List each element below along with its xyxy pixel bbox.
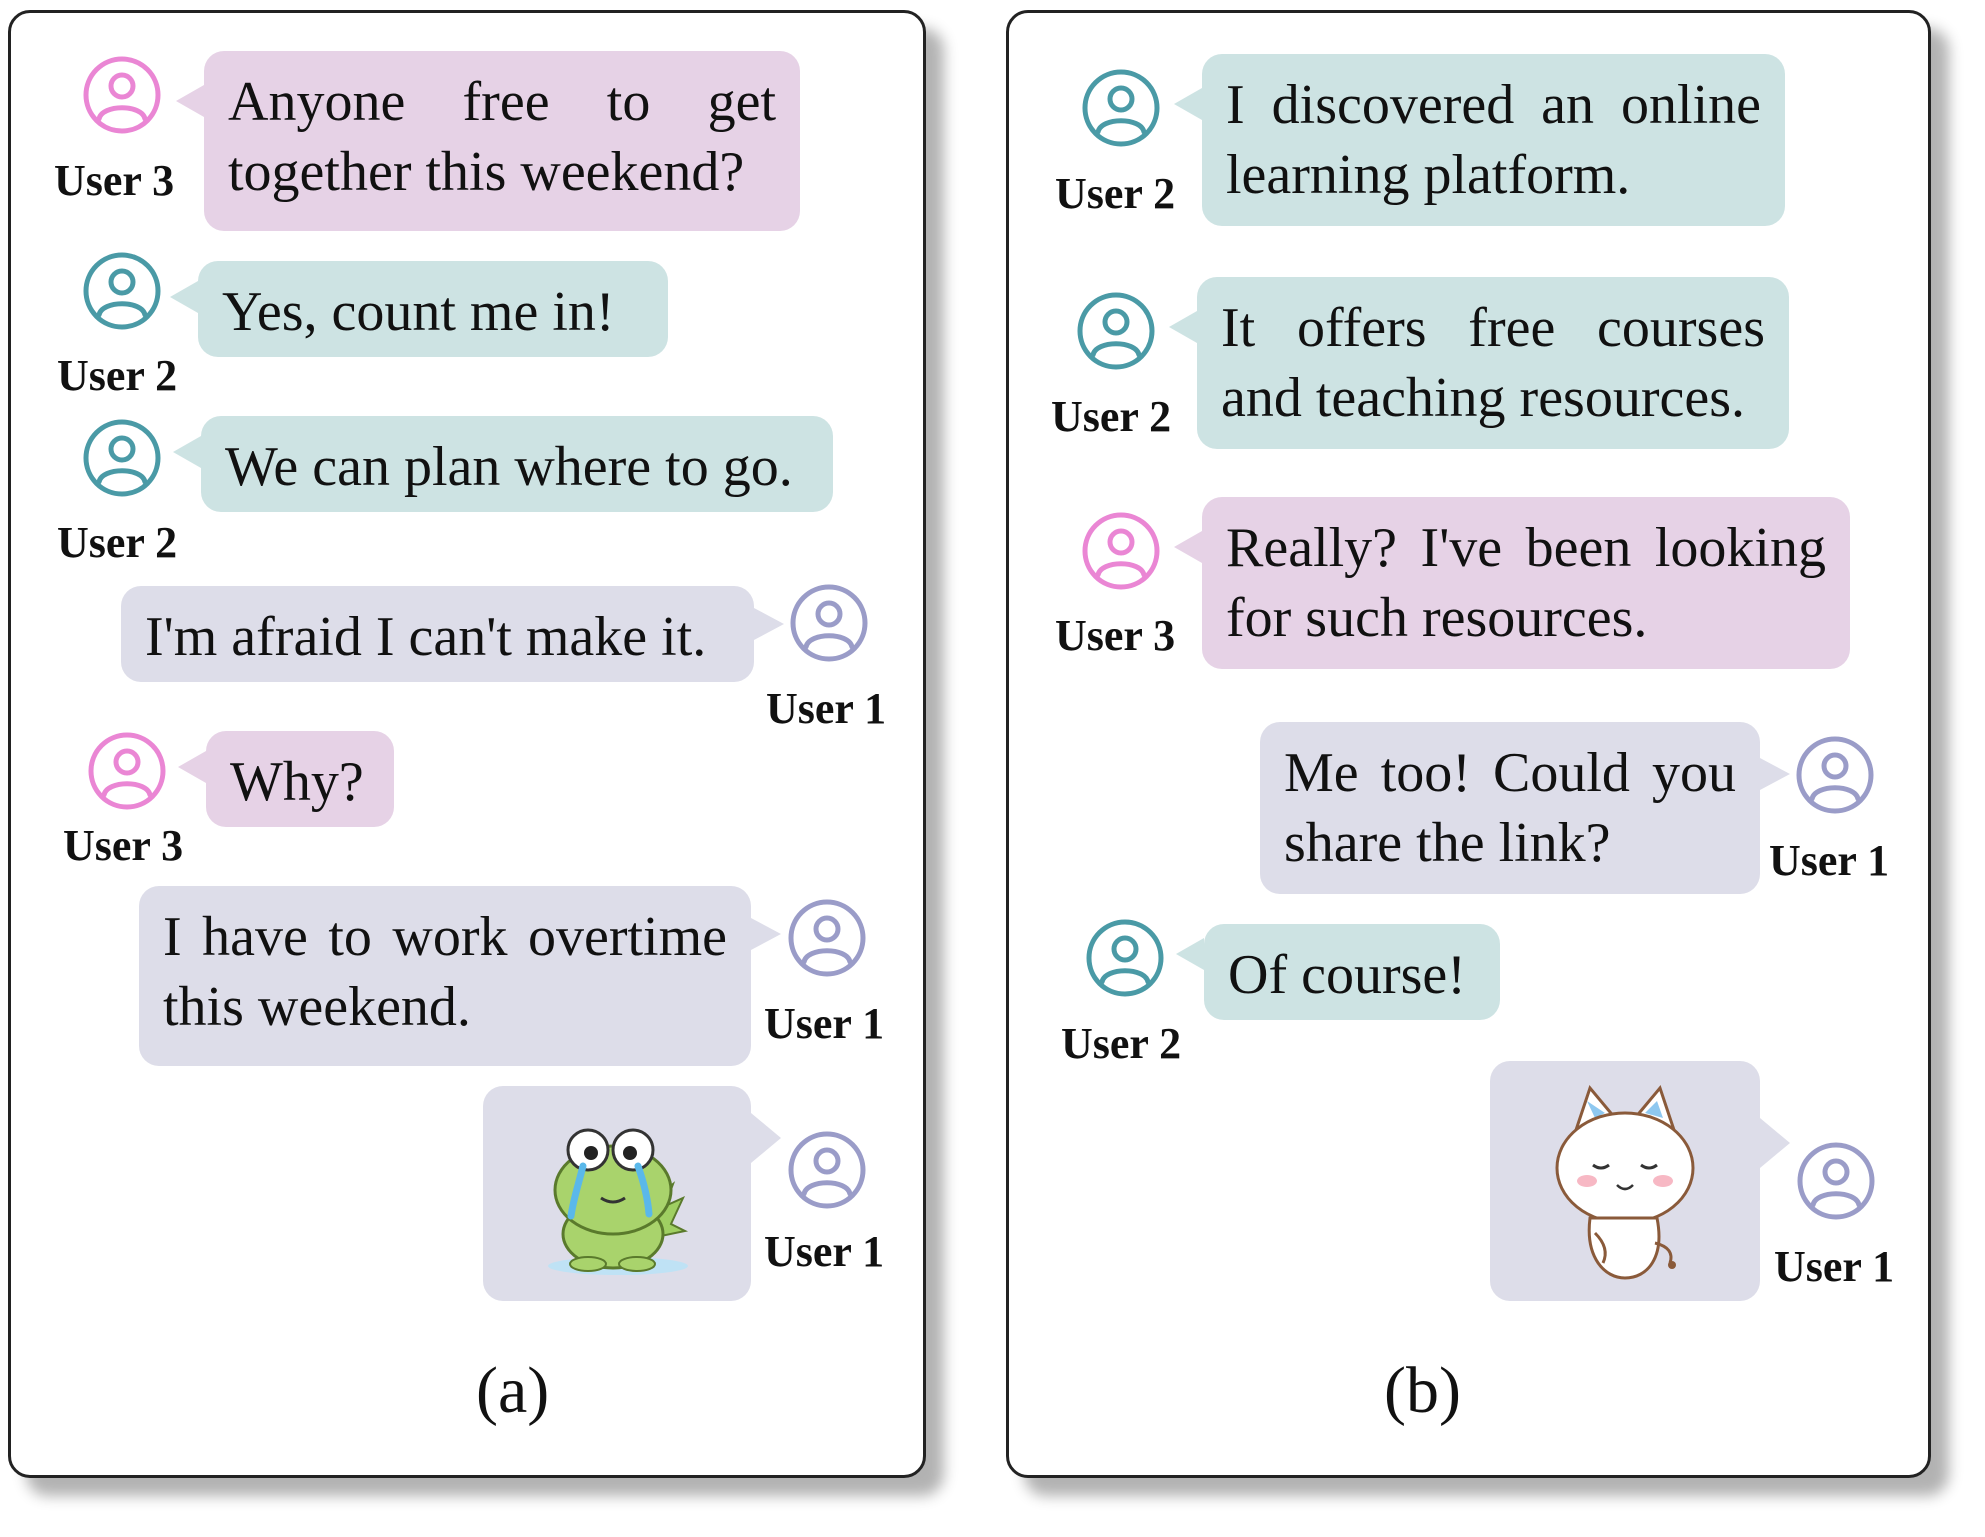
- message-bubble: Really? I've been looking for such resou…: [1202, 497, 1850, 669]
- user-label: User 2: [57, 351, 178, 400]
- message-text: Why?: [230, 751, 364, 813]
- user-label: User 2: [1055, 169, 1176, 218]
- user-label: User 2: [1051, 392, 1172, 441]
- crying-frog-sticker-icon: [548, 1128, 689, 1275]
- message-text: Really? I've been looking for such resou…: [1226, 517, 1826, 649]
- message-bubble: Yes, count me in!: [198, 261, 668, 357]
- message-text: I'm afraid I can't make it.: [145, 606, 707, 668]
- user-label: User 3: [54, 156, 175, 205]
- chat-panel-b: User 2 I discovered an online learning p…: [1006, 10, 1931, 1478]
- message-text: I discovered an online learning platform…: [1226, 74, 1761, 206]
- message-bubble: I'm afraid I can't make it.: [121, 586, 754, 682]
- message-bubble: Me too! Could you share the link?: [1260, 722, 1760, 894]
- user3-avatar-icon: [1081, 511, 1161, 591]
- shy-white-cat-sticker-icon: [1555, 1084, 1695, 1280]
- message-text: Yes, count me in!: [222, 281, 615, 343]
- user-label: User 1: [764, 999, 885, 1048]
- user1-avatar-icon: [789, 583, 869, 663]
- user1-avatar-icon: [1795, 735, 1875, 815]
- message-bubble: I discovered an online learning platform…: [1202, 54, 1785, 226]
- user-label: User 3: [1055, 611, 1176, 660]
- user3-avatar-icon: [82, 55, 162, 135]
- message-text: Anyone free to get together this weekend…: [228, 71, 776, 203]
- message-text: We can plan where to go.: [225, 436, 793, 498]
- panel-caption: (a): [476, 1354, 550, 1427]
- user-label: User 1: [764, 1227, 885, 1276]
- message-bubble: Anyone free to get together this weekend…: [204, 51, 800, 231]
- message-bubble: Why?: [206, 731, 394, 827]
- user-label: User 2: [1061, 1019, 1182, 1068]
- user3-avatar-icon: [87, 731, 167, 811]
- user1-avatar-icon: [787, 898, 867, 978]
- message-text: Me too! Could you share the link?: [1284, 742, 1736, 874]
- message-text: I have to work overtime this weekend.: [163, 906, 727, 1038]
- user-label: User 1: [1774, 1242, 1895, 1291]
- user1-avatar-icon: [787, 1130, 867, 1210]
- user1-avatar-icon: [1796, 1141, 1876, 1221]
- message-text: Of course!: [1228, 944, 1466, 1006]
- user-label: User 1: [766, 684, 887, 733]
- user2-avatar-icon: [1081, 68, 1161, 148]
- message-bubble: I have to work overtime this weekend.: [139, 886, 751, 1066]
- message-bubble: It offers free courses and teaching reso…: [1197, 277, 1789, 449]
- user2-avatar-icon: [1085, 918, 1165, 998]
- user-label: User 2: [57, 518, 178, 567]
- message-bubble: Of course!: [1204, 924, 1500, 1020]
- user2-avatar-icon: [1076, 291, 1156, 371]
- message-text: It offers free courses and teaching reso…: [1221, 297, 1765, 429]
- message-bubble: We can plan where to go.: [201, 416, 833, 512]
- chat-panel-a: User 3 Anyone free to get together this …: [8, 10, 926, 1478]
- sticker-bubble: [1490, 1061, 1760, 1301]
- user-label: User 1: [1769, 836, 1890, 885]
- sticker-bubble: [483, 1086, 751, 1301]
- panel-caption: (b): [1384, 1354, 1461, 1427]
- user2-avatar-icon: [82, 418, 162, 498]
- user2-avatar-icon: [82, 251, 162, 331]
- user-label: User 3: [63, 821, 184, 870]
